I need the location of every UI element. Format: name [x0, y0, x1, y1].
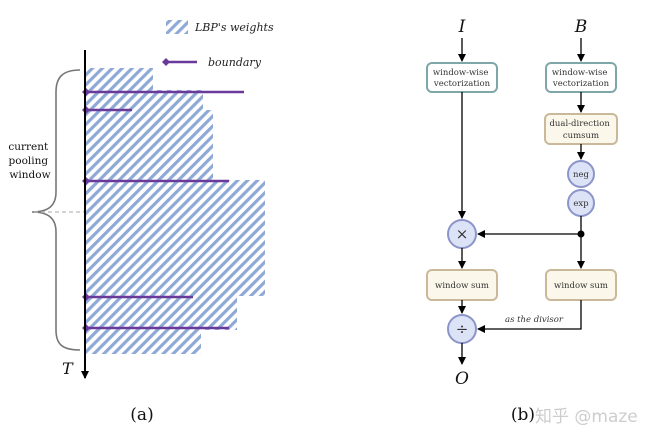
caption-a: (a) [130, 405, 153, 425]
cumsum-text: dual-direction cumsum [549, 119, 612, 141]
sum-left-text: window sum [435, 281, 489, 291]
neg-text: neg [573, 170, 590, 180]
input-i-label: I [458, 17, 466, 37]
input-b-label: B [574, 17, 588, 37]
window-label: current pooling window [8, 141, 51, 181]
caption-b: (b) [511, 405, 535, 425]
vec-right-text: window-wise vectorization [552, 68, 610, 89]
neg-node [567, 160, 595, 188]
legend-boundary-marker [162, 58, 170, 66]
exp-text: exp [573, 199, 589, 209]
div-text: ÷ [456, 320, 469, 338]
vec-left-text: window-wise vectorization [433, 68, 491, 89]
watermark: 知乎 @maze [535, 407, 638, 427]
output-label: O [455, 369, 469, 389]
mul-text: × [456, 225, 469, 243]
arrow-sum-to-div-divisor [477, 300, 582, 333]
weights-staircase [85, 68, 265, 354]
legend-boundary-label: boundary [208, 56, 262, 69]
panel-b: I B window-wise vectorization window-wis… [426, 17, 618, 425]
legend-weights-label: LBP's weights [194, 21, 274, 34]
panel-a: LBP's weights boundary T [8, 20, 274, 425]
time-axis-label: T [62, 359, 74, 378]
window-brace [31, 69, 81, 351]
divisor-label: as the divisor [505, 315, 564, 325]
sum-right-text: window sum [554, 281, 608, 291]
legend-hatch-swatch [166, 20, 188, 34]
